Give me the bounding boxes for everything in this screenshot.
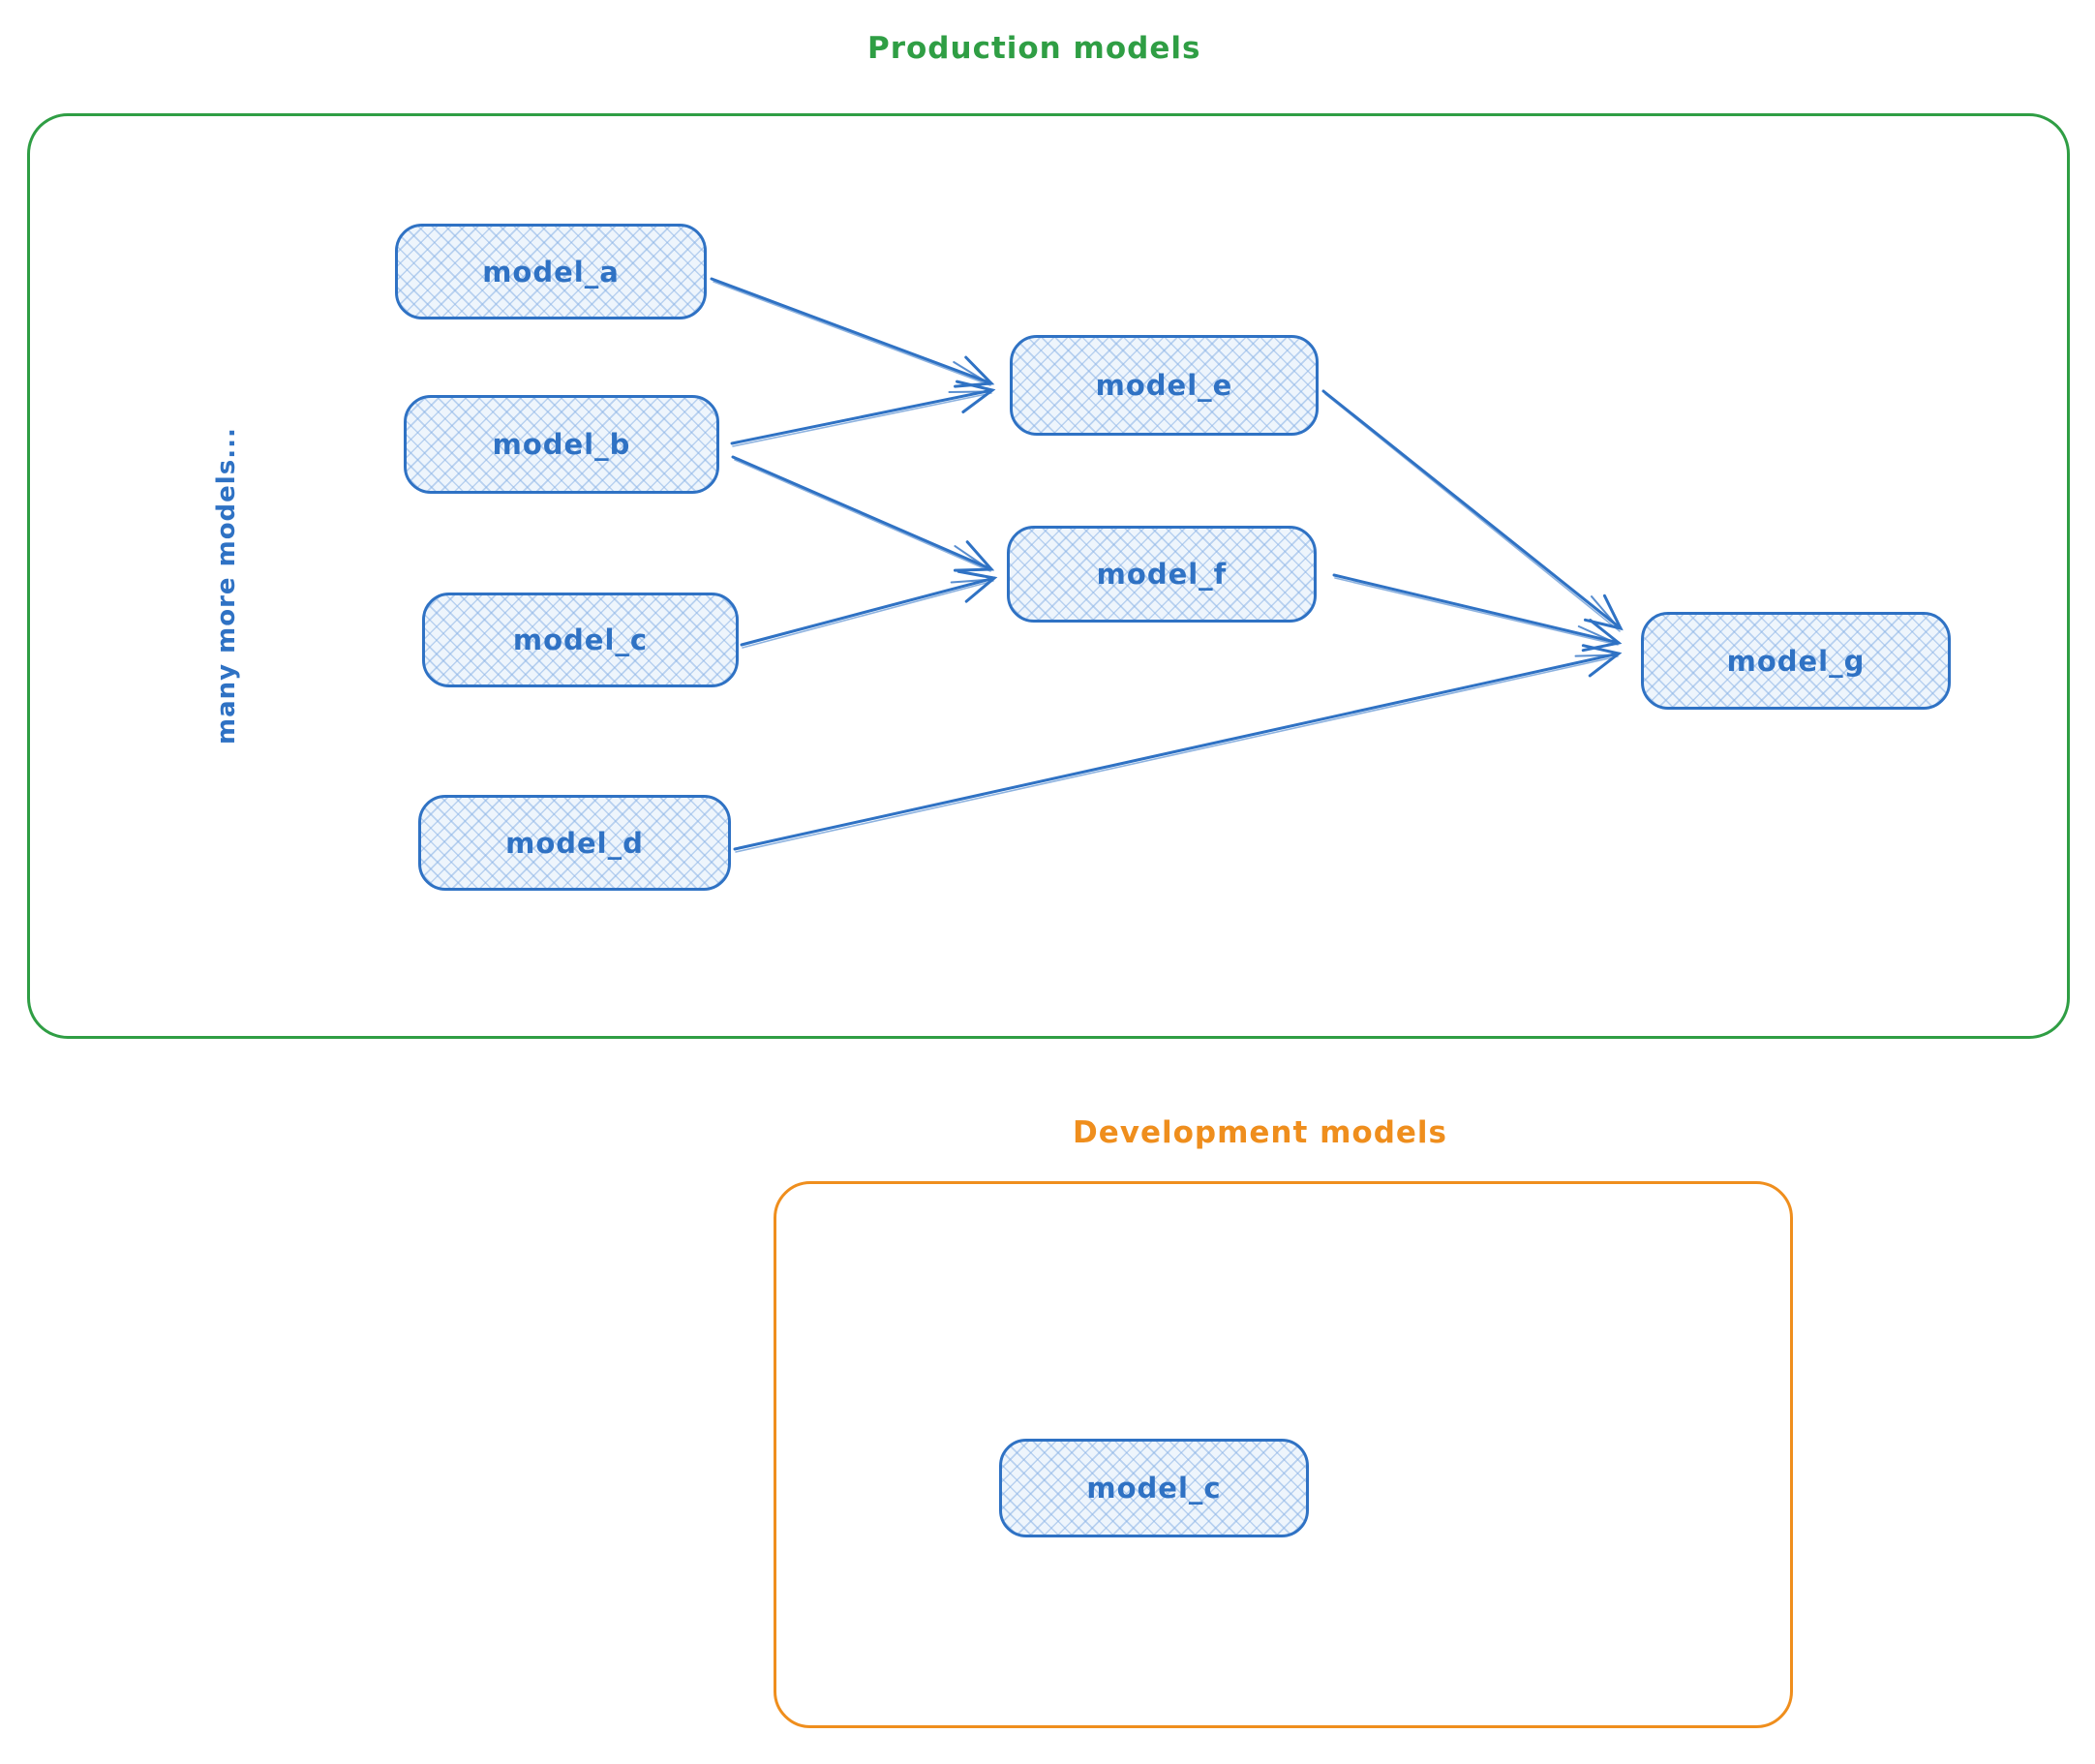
production-section-title: Production models: [867, 31, 1201, 66]
node-model-d-label: model_d: [505, 826, 644, 860]
development-group-frame: [774, 1181, 1793, 1728]
many-more-models-note: many more models...: [212, 427, 241, 745]
node-dev-model-c: model_c: [999, 1439, 1309, 1537]
node-model-c: model_c: [422, 593, 739, 687]
node-model-e: model_e: [1010, 335, 1319, 436]
node-dev-model-c-label: model_c: [1086, 1472, 1222, 1505]
node-model-f: model_f: [1007, 526, 1317, 623]
production-group-frame: [27, 113, 2070, 1039]
node-model-e-label: model_e: [1095, 369, 1233, 402]
node-model-b: model_b: [404, 395, 719, 494]
node-model-b-label: model_b: [492, 428, 631, 461]
node-model-g: model_g: [1641, 612, 1951, 710]
development-section-title: Development models: [1073, 1115, 1448, 1150]
node-model-d: model_d: [418, 795, 731, 891]
node-model-g-label: model_g: [1726, 644, 1866, 678]
node-model-a: model_a: [395, 224, 707, 319]
node-model-c-label: model_c: [512, 623, 649, 656]
node-model-a-label: model_a: [482, 255, 620, 289]
node-model-f-label: model_f: [1096, 558, 1228, 591]
